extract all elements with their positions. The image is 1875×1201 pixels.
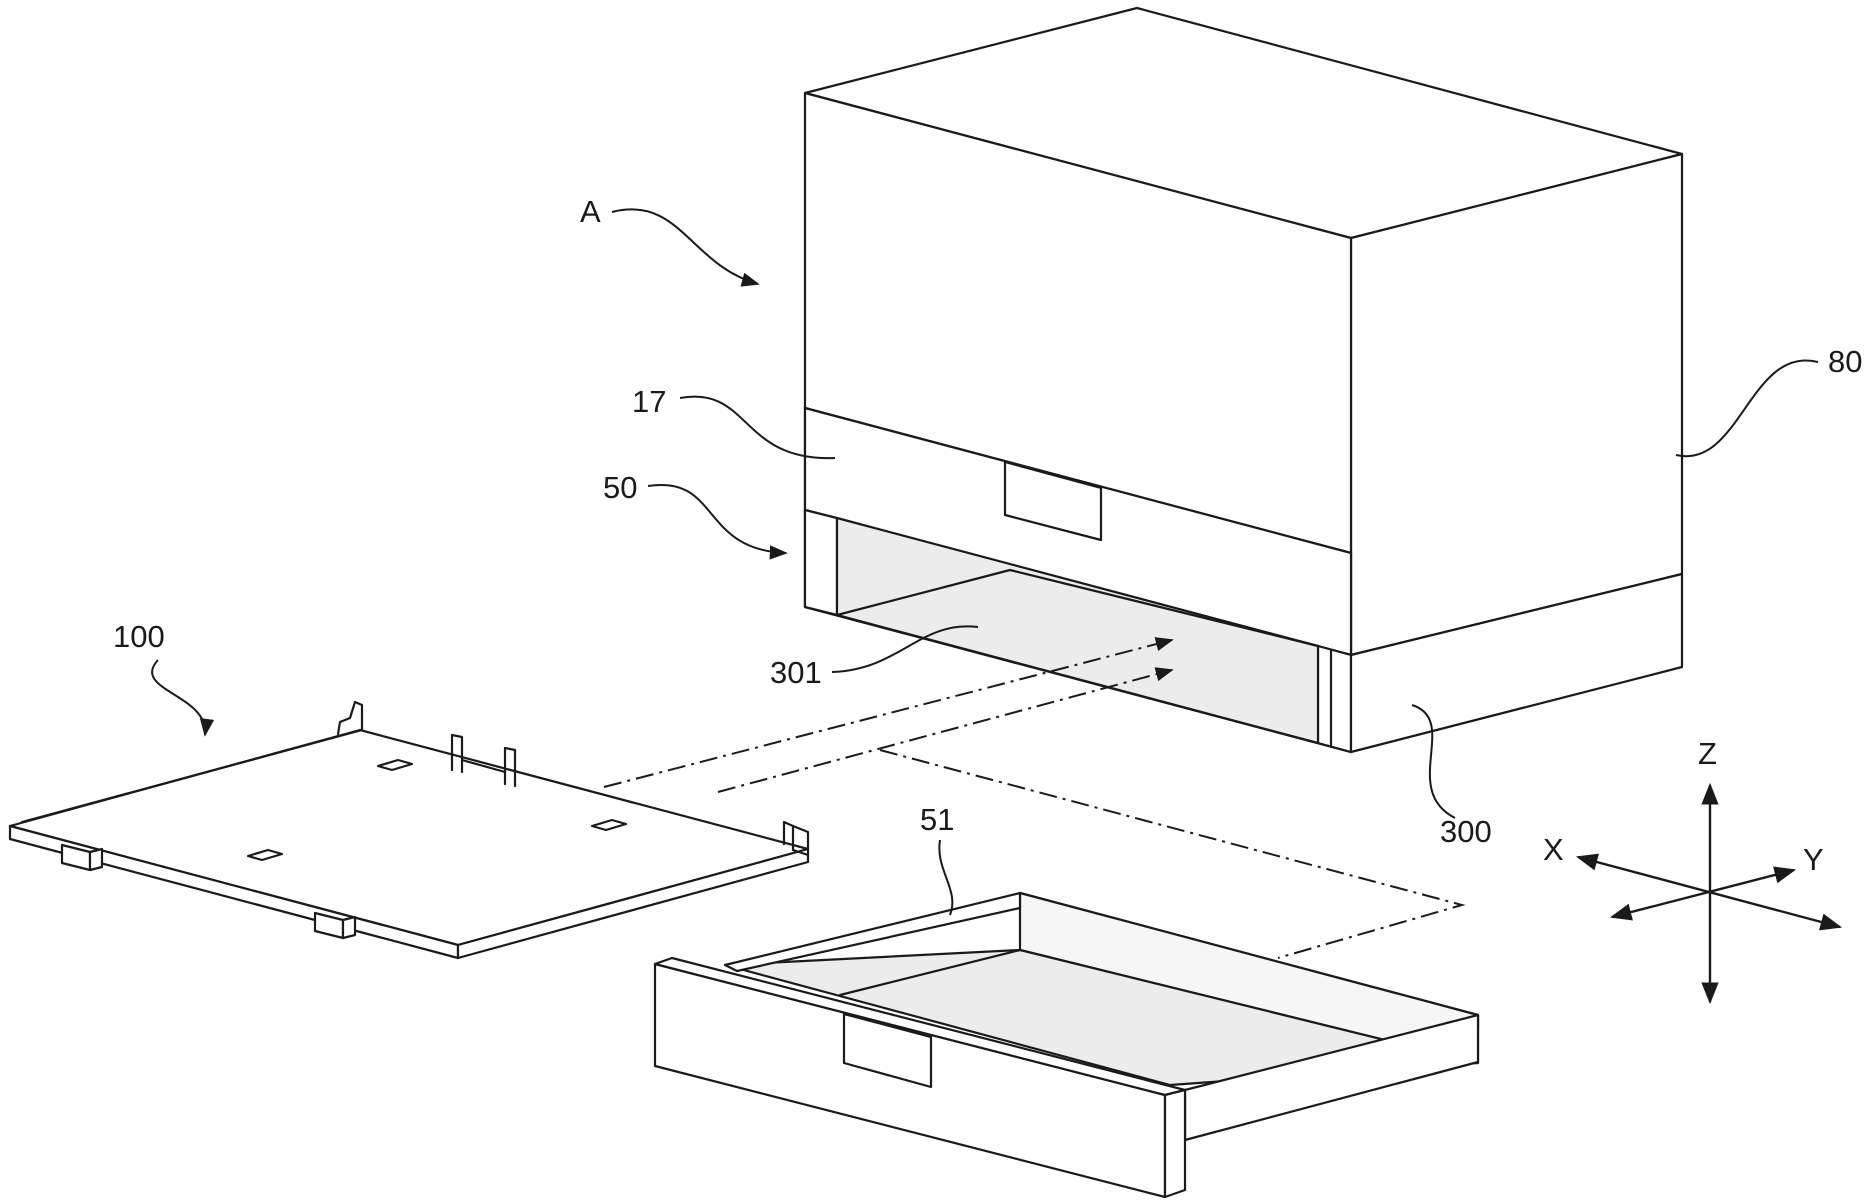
label-50: 50: [603, 470, 786, 553]
label-text-50: 50: [603, 470, 637, 505]
label-text-301: 301: [770, 655, 822, 690]
label-text-80: 80: [1828, 344, 1862, 379]
label-text-A: A: [580, 194, 601, 229]
tray-100: [10, 702, 808, 958]
label-51: 51: [920, 802, 954, 915]
axis-label-x: X: [1543, 832, 1564, 867]
label-text-300: 300: [1440, 814, 1492, 849]
axis-label-y: Y: [1803, 842, 1824, 877]
cassette-51: [655, 893, 1478, 1197]
label-text-100: 100: [113, 619, 165, 654]
label-100: 100: [113, 619, 205, 735]
coordinate-axes: Z X Y: [1543, 736, 1840, 1002]
label-80: 80: [1676, 344, 1862, 456]
label-text-51: 51: [920, 802, 954, 837]
label-A: A: [580, 194, 758, 284]
y-axis: [1612, 870, 1794, 917]
axis-label-z: Z: [1698, 736, 1717, 771]
label-text-17: 17: [632, 384, 666, 419]
